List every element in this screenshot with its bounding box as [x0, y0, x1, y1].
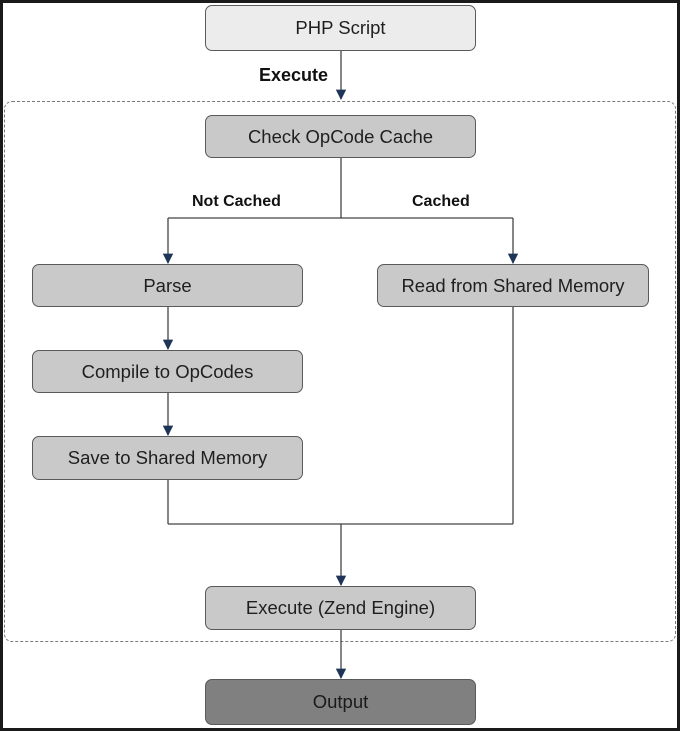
edge-label-cached: Cached [412, 193, 470, 210]
node-save-to-shared-memory: Save to Shared Memory [32, 436, 303, 480]
node-output: Output [205, 679, 476, 725]
node-parse: Parse [32, 264, 303, 307]
edge-label-execute: Execute [259, 65, 329, 85]
node-read-from-shared-memory: Read from Shared Memory [377, 264, 649, 307]
edge-label-not-cached: Not Cached [192, 193, 281, 210]
node-execute-zend-engine: Execute (Zend Engine) [205, 586, 476, 630]
node-compile-to-opcodes: Compile to OpCodes [32, 350, 303, 393]
node-check-opcode-cache: Check OpCode Cache [205, 115, 476, 158]
node-php-script: PHP Script [205, 5, 476, 51]
opcode-cache-boundary [4, 101, 676, 642]
